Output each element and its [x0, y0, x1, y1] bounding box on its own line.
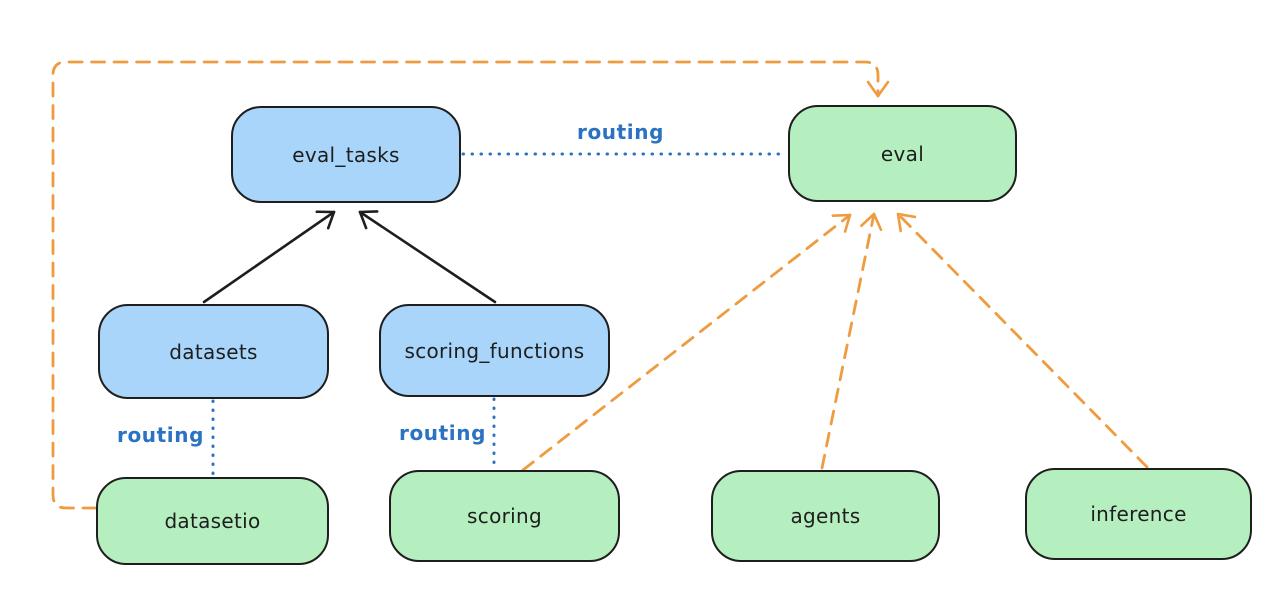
node-datasetio-label: datasetio [164, 509, 261, 533]
node-inference-label: inference [1090, 502, 1187, 526]
edge-inference-to-eval [896, 212, 1149, 469]
node-eval-tasks-label: eval_tasks [292, 142, 400, 167]
node-datasets-label: datasets [169, 339, 258, 364]
node-scoring-label: scoring [467, 504, 542, 528]
node-inference: inference [1025, 468, 1252, 560]
edge-scoring-functions-to-eval-tasks [358, 210, 497, 304]
edge-label-routing-eval-tasks-eval: routing [577, 120, 665, 144]
edge-label-routing-scoring-functions-scoring: routing [399, 421, 487, 445]
node-scoring-functions-label: scoring_functions [404, 338, 585, 363]
edge-agents-to-eval [820, 212, 883, 470]
node-scoring-functions: scoring_functions [379, 304, 610, 397]
node-agents-label: agents [790, 504, 861, 528]
edge-scoring-to-eval [521, 213, 852, 472]
node-eval-label: eval [880, 141, 925, 166]
edge-datasetio-to-eval [51, 60, 890, 510]
node-scoring: scoring [389, 470, 620, 562]
node-datasetio: datasetio [96, 477, 329, 565]
edge-label-routing-datasets-datasetio: routing [117, 423, 205, 447]
node-eval-tasks: eval_tasks [231, 106, 461, 203]
edge-datasets-to-eval-tasks [202, 210, 336, 304]
node-datasets: datasets [98, 304, 329, 399]
node-agents: agents [711, 470, 940, 562]
node-eval: eval [788, 105, 1017, 202]
